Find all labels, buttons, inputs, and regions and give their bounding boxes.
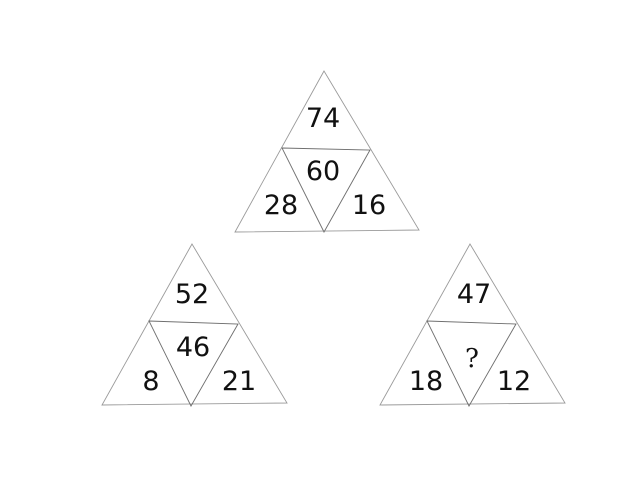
outer-triangle: [234, 70, 420, 233]
outer-triangle: [379, 243, 566, 406]
right-number: 12: [497, 366, 531, 397]
inner-triangle: [281, 147, 371, 233]
left-number: 28: [264, 190, 298, 221]
center-number: 46: [176, 332, 210, 363]
outer-triangle: [101, 243, 288, 406]
inner-triangle: [426, 320, 517, 407]
top-number: 47: [457, 279, 491, 310]
center-unknown-mark: ?: [465, 344, 479, 374]
triangle-puzzle-3: 47 ? 18 12: [379, 243, 566, 407]
inner-triangle: [148, 320, 239, 407]
right-number: 16: [352, 190, 386, 221]
left-number: 18: [409, 366, 443, 397]
left-number: 8: [142, 366, 159, 397]
center-number: 60: [306, 156, 340, 187]
triangle-puzzle-1: 74 60 28 16: [234, 70, 420, 233]
top-number: 52: [175, 279, 209, 310]
right-number: 21: [222, 366, 256, 397]
triangle-puzzle-2: 52 46 8 21: [101, 243, 288, 407]
top-number: 74: [306, 103, 340, 134]
